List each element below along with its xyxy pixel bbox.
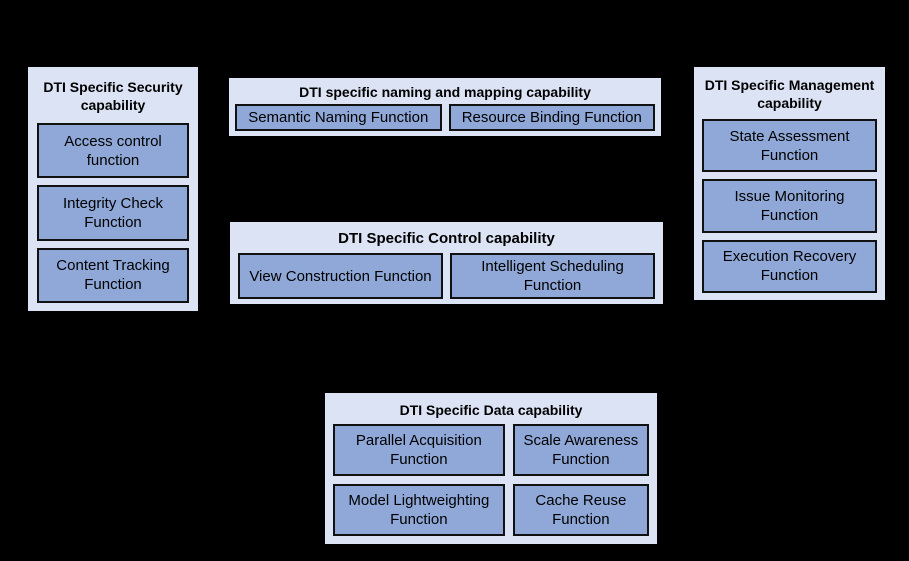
box-state-assessment-function: State Assessment Function — [702, 119, 877, 173]
control-function-list: View Construction Function Intelligent S… — [238, 253, 655, 299]
naming-mapping-capability-panel: DTI specific naming and mapping capabili… — [227, 76, 663, 138]
management-capability-panel: DTI Specific Management capability State… — [692, 65, 887, 302]
box-scale-awareness-function: Scale Awareness Function — [512, 424, 649, 476]
control-capability-panel: DTI Specific Control capability View Con… — [228, 220, 665, 306]
box-integrity-check-function: Integrity Check Function — [37, 185, 189, 241]
data-capability-panel: DTI Specific Data capability Parallel Ac… — [323, 391, 659, 546]
data-function-grid: Parallel Acquisition Function Scale Awar… — [333, 424, 649, 536]
box-resource-binding-function: Resource Binding Function — [448, 104, 655, 131]
security-function-list: Access control function Integrity Check … — [37, 123, 189, 303]
box-access-control-function: Access control function — [37, 123, 189, 179]
box-model-lightweighting-function: Model Lightweighting Function — [333, 484, 505, 536]
naming-mapping-capability-title: DTI specific naming and mapping capabili… — [299, 84, 591, 100]
box-intelligent-scheduling-function: Intelligent Scheduling Function — [450, 253, 655, 299]
box-content-tracking-function: Content Tracking Function — [37, 247, 189, 303]
management-function-list: State Assessment Function Issue Monitori… — [702, 119, 877, 293]
management-capability-title: DTI Specific Management capability — [704, 77, 875, 111]
box-semantic-naming-function: Semantic Naming Function — [235, 104, 442, 131]
box-view-construction-function: View Construction Function — [238, 253, 443, 299]
box-parallel-acquisition-function: Parallel Acquisition Function — [333, 424, 505, 476]
security-capability-panel: DTI Specific Security capability Access … — [26, 65, 200, 313]
security-capability-title: DTI Specific Security capability — [43, 79, 183, 113]
data-capability-title: DTI Specific Data capability — [399, 402, 583, 418]
box-cache-reuse-function: Cache Reuse Function — [512, 484, 649, 536]
box-issue-monitoring-function: Issue Monitoring Function — [702, 179, 877, 233]
naming-function-list: Semantic Naming Function Resource Bindin… — [235, 104, 655, 131]
box-execution-recovery-function: Execution Recovery Function — [702, 239, 877, 293]
control-capability-title: DTI Specific Control capability — [338, 230, 555, 247]
